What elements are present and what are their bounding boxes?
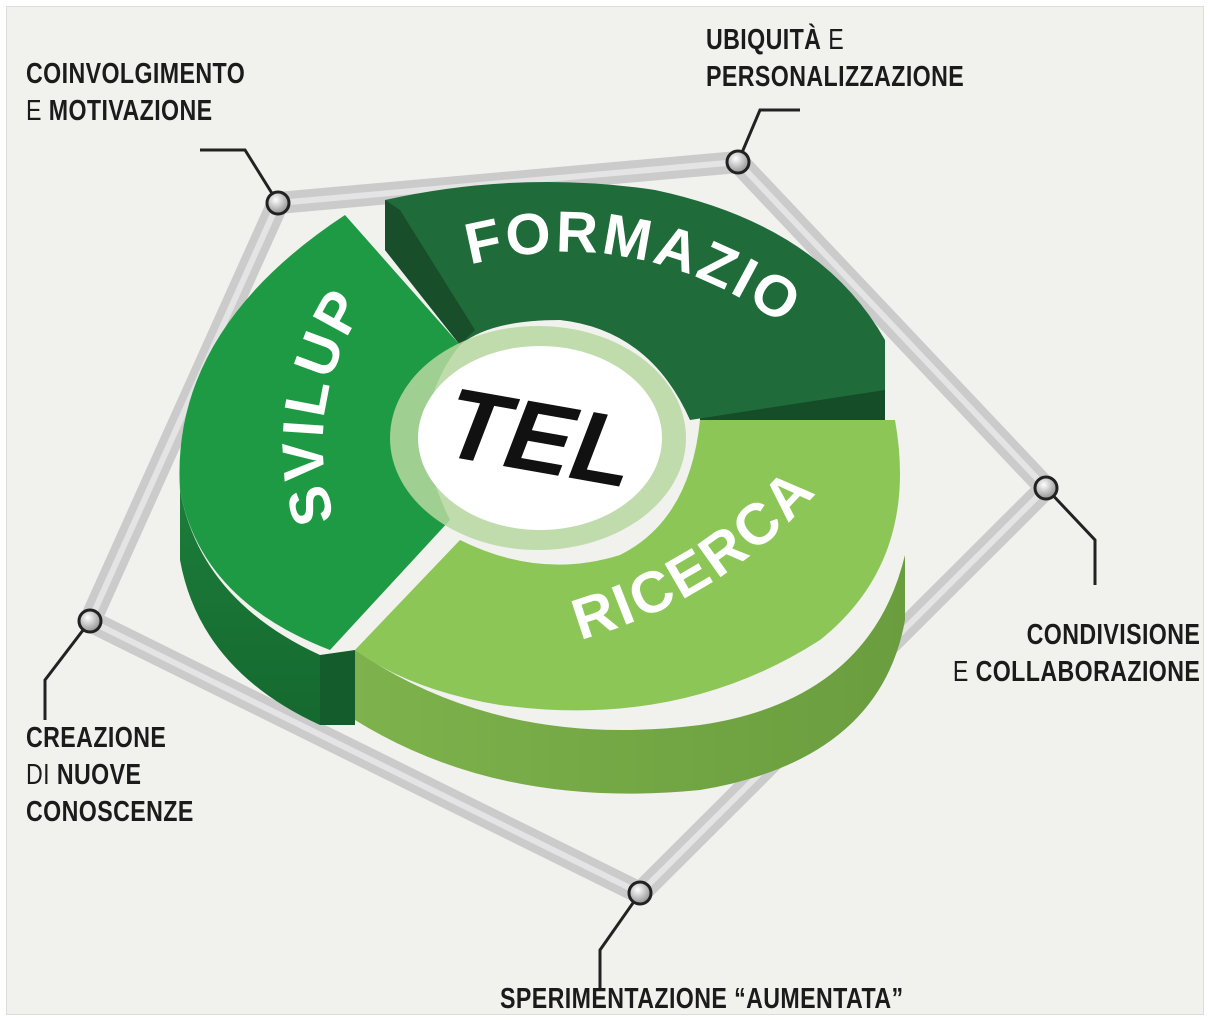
leader-line-right	[1044, 486, 1097, 585]
ricerca-side	[355, 555, 905, 794]
formazione-segment	[385, 182, 885, 420]
node-left	[77, 608, 103, 634]
leader-line-bottom	[598, 892, 642, 990]
label-condivisione: CONDIVISIONE E COLLABORAZIONE	[952, 619, 1200, 688]
label-coinvolgimento: COINVOLGIMENTO E MOTIVAZIONE	[26, 58, 246, 127]
sviluppo-segment	[179, 215, 460, 650]
node-top-left	[265, 190, 291, 216]
label-sperimentazione: SPERIMENTAZIONE “AUMENTATA”	[500, 983, 904, 1015]
label-creazione: CREAZIONE DI NUOVE CONOSCENZE	[26, 722, 194, 828]
leader-line-left	[43, 620, 92, 720]
node-bottom	[627, 880, 653, 906]
leader-line-top-left	[200, 148, 280, 204]
node-top-right	[725, 149, 751, 175]
center-disc	[418, 346, 662, 530]
leader-line-top-right	[736, 108, 800, 163]
ricerca-segment	[355, 420, 900, 711]
sviluppo-side	[180, 490, 320, 725]
node-right	[1033, 475, 1059, 501]
label-ubiquita: UBIQUITÀ E PERSONALIZZAZIONE	[706, 24, 965, 93]
